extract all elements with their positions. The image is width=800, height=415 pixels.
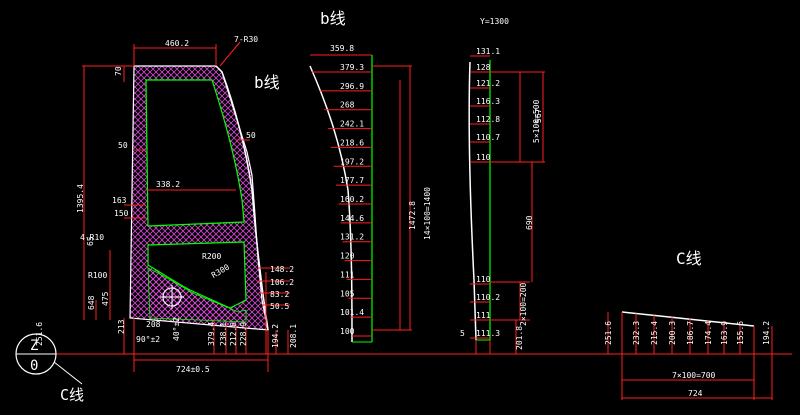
y-top-label: 131.1 xyxy=(476,47,500,56)
c-col-value: 200.3 xyxy=(668,321,677,345)
b-val-4: 228.9 xyxy=(239,322,248,346)
leader-r30 xyxy=(219,41,241,67)
d1942-label: 194.2 xyxy=(271,324,280,348)
b-row-value: 268 xyxy=(340,101,355,110)
y-row-value: 112.8 xyxy=(476,115,500,124)
b-top-label: 359.8 xyxy=(330,44,354,53)
d213-label: 213 xyxy=(117,319,126,334)
d475-label: 475 xyxy=(101,291,110,306)
d150-label: 150 xyxy=(114,209,129,218)
c-view: C线 7×100=700 724 251.6 232.3 215.4 200.3 186… xyxy=(604,249,773,400)
right-val-3: 83.2 xyxy=(270,290,289,299)
c-col-value: 163.9 xyxy=(720,321,729,345)
right-val-1: 148.2 xyxy=(270,265,294,274)
d163-label: 163 xyxy=(112,196,127,205)
y-row-value: 110 xyxy=(476,153,491,162)
b-row-value: 120 xyxy=(340,252,355,261)
b-val-2: 238.1 xyxy=(219,322,228,346)
d2081-label: 208.1 xyxy=(289,324,298,348)
b-val-3: 212.8 xyxy=(229,322,238,346)
lower-opening xyxy=(147,241,247,309)
y-row-value: 110.2 xyxy=(476,293,500,302)
c-pitch-label: 7×100=700 xyxy=(672,371,716,380)
wall-left-label: 50 xyxy=(118,141,128,150)
b-title: b线 xyxy=(320,9,346,28)
d65-label: 65 xyxy=(86,236,95,246)
top-small-label: 70 xyxy=(114,66,123,76)
outer-curve xyxy=(215,65,269,331)
b-curve xyxy=(309,65,353,343)
main-view xyxy=(82,41,290,372)
c-col-value: 232.3 xyxy=(632,321,641,345)
y-row-value: 110 xyxy=(476,275,491,284)
d208-label: 208 xyxy=(146,320,161,329)
zero-label: 0 xyxy=(30,358,38,374)
bottom-width-label: 724±0.5 xyxy=(176,365,210,374)
b-row-value: 160.2 xyxy=(340,195,364,204)
b-row-value: 177.7 xyxy=(340,176,364,185)
y-view: Y=1300 131.1 5×100=500 567 690 2×100=200… xyxy=(460,17,545,354)
c-col-dims: 251.6 232.3 215.4 200.3 186.7 174.4 163.9 155.6… xyxy=(604,313,771,354)
b-total-label: 1472.8 xyxy=(408,201,417,230)
b-curve-label: b线 xyxy=(254,73,280,92)
c-col-value: 174.4 xyxy=(704,321,713,345)
right-val-4: 50.5 xyxy=(270,302,289,311)
c-col-value: 251.6 xyxy=(604,321,613,345)
wall-right-label: 50 xyxy=(246,131,256,140)
y-row-value: 121.2 xyxy=(476,79,500,88)
b-row-value: 218.6 xyxy=(340,138,364,147)
b-row-value: 105 xyxy=(340,289,355,298)
angle1-label: 90°±2 xyxy=(136,335,160,344)
b-row-value: 131.2 xyxy=(340,233,364,242)
b-row-value: 197.2 xyxy=(340,157,364,166)
angle2-label: 40°±2 xyxy=(172,317,181,341)
y-567-label: 567 xyxy=(534,108,543,123)
y-pitch-bottom-label: 2×100=200 xyxy=(519,282,528,326)
r10-label: 4-R10 xyxy=(80,233,104,242)
c-col-value: 155.6 xyxy=(736,321,745,345)
y-row-value: 111.3 xyxy=(476,329,500,338)
b-row-value: 101.4 xyxy=(340,308,364,317)
b-row-value: 100 xyxy=(340,327,355,336)
main-view-labels: 460.2 7-R30 70 1395.4 50 50 338.2 163 15… xyxy=(35,35,298,374)
d648-label: 648 xyxy=(87,295,96,310)
y-value: Y=1300 xyxy=(480,17,509,26)
y-row-value: 111 xyxy=(476,311,491,320)
y-2018-label: 201.8 xyxy=(515,326,524,350)
y-5-label: 5 xyxy=(460,329,465,338)
right-val-2: 106.2 xyxy=(270,278,294,287)
y-row-value: 110.7 xyxy=(476,133,500,142)
y-row-dims: 128 121.2 116.3 112.8 110.7 110 110 110.2 111 111… xyxy=(470,63,500,339)
r200-label: R200 xyxy=(202,252,221,261)
section-marker: Z 0 C线 xyxy=(15,333,84,404)
y-row-value: 116.3 xyxy=(476,97,500,106)
r30-label: 7-R30 xyxy=(234,35,258,44)
y-row-value: 128 xyxy=(476,63,491,72)
y-690-label: 690 xyxy=(525,215,534,230)
b-pitch-label: 14×100=1400 xyxy=(423,187,432,240)
c-col-value: 186.7 xyxy=(686,321,695,345)
y-curve xyxy=(468,61,477,341)
top-width-label: 460.2 xyxy=(165,39,189,48)
r100-label: R100 xyxy=(88,271,107,280)
y-pitch-top-label: 5×100=500 xyxy=(532,99,541,143)
inner-width-label: 338.2 xyxy=(156,180,180,189)
c-curve xyxy=(621,311,755,327)
z-label: Z xyxy=(30,338,38,354)
b-row-value: 296.9 xyxy=(340,82,364,91)
b-row-value: 111 xyxy=(340,270,355,279)
height-total-label: 1395.4 xyxy=(76,184,85,213)
b-row-value: 242.1 xyxy=(340,120,364,129)
b-val-1: 379.4 xyxy=(207,322,216,346)
b-row-value: 379.3 xyxy=(340,63,364,72)
b-row-dims: 379.3 296.9 268 242.1 218.6 197.2 177.7 160.2 14… xyxy=(312,63,372,337)
b-row-value: 144.6 xyxy=(340,214,364,223)
c-col-value: 194.2 xyxy=(762,321,771,345)
c-total-label: 724 xyxy=(688,389,703,398)
c-title: C线 xyxy=(676,249,702,268)
c-circle-label: C线 xyxy=(60,386,84,404)
b-view: b线 359.8 14×100=1400 1472.8 379.3 296.9 26… xyxy=(309,9,432,343)
c-col-value: 215.4 xyxy=(650,321,659,345)
